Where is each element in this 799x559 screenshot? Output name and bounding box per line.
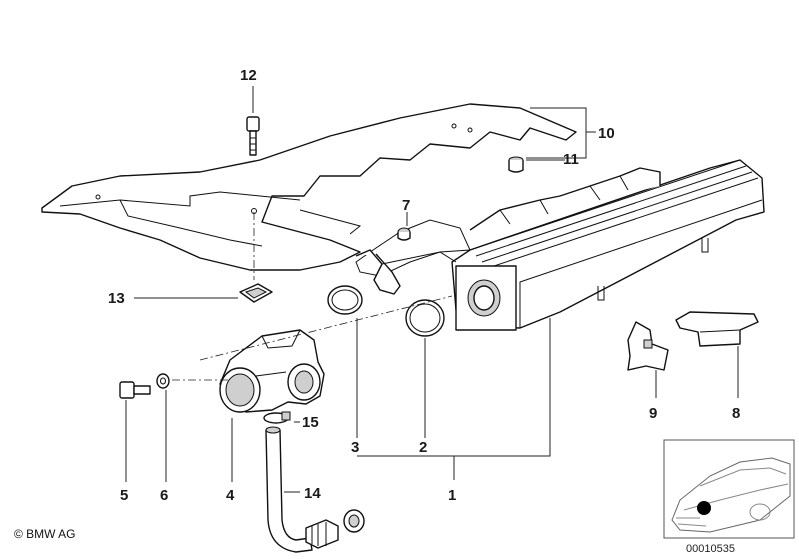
vehicle-locator-inset (663, 439, 795, 539)
o-ring-part-2 (405, 299, 445, 337)
hose-clamp-part-15 (263, 411, 291, 424)
callout-2: 2 (419, 439, 427, 456)
callout-10: 10 (598, 125, 615, 142)
bracket-part-9 (627, 321, 669, 371)
callout-14: 14 (304, 485, 321, 502)
callout-4: 4 (226, 487, 235, 504)
callout-labels: 12 10 11 7 13 15 3 2 9 8 5 6 4 1 14 (108, 67, 740, 504)
bolt-part-12 (246, 116, 260, 156)
callout-9: 9 (649, 405, 657, 422)
o-ring-part-3 (327, 285, 363, 315)
washer-part-6 (156, 373, 170, 389)
callout-3: 3 (351, 439, 359, 456)
cap-part-7 (397, 227, 411, 241)
document-number: 00010535 (686, 543, 735, 555)
callout-6: 6 (160, 487, 168, 504)
intake-manifold (355, 159, 765, 331)
copyright-text: © BMW AG (14, 527, 76, 541)
callout-1: 1 (448, 487, 456, 504)
engine-cover (41, 103, 577, 271)
assembly-line-a (199, 295, 453, 361)
location-marker-icon (697, 501, 711, 515)
callout-12: 12 (240, 67, 257, 84)
callout-15: 15 (302, 414, 319, 431)
cover-cap-part-8 (675, 311, 759, 347)
callout-7: 7 (402, 197, 410, 214)
grommet-part-11 (508, 156, 524, 173)
throttle-housing-part-4 (219, 329, 325, 413)
callout-8: 8 (732, 405, 740, 422)
callout-5: 5 (120, 487, 128, 504)
inset-frame (663, 439, 795, 539)
callout-11: 11 (563, 151, 579, 168)
leader-lines (125, 86, 739, 493)
fitting-parts (305, 509, 365, 549)
clip-part-13 (239, 283, 273, 303)
screw-part-5 (119, 381, 151, 399)
callout-13: 13 (108, 290, 125, 307)
